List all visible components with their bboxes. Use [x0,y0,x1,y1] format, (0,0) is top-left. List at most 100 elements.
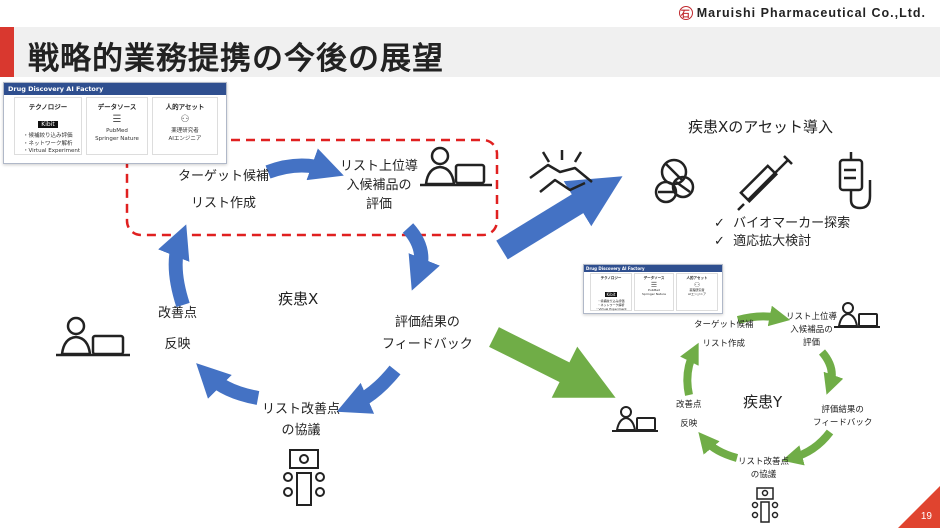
step-label-line: 入候補品の [346,177,412,193]
step-label: 改善点 反映 [676,400,702,429]
step-label-line: フィードバック [813,417,873,428]
factory-item: ・候補絞り込み評価 [23,133,73,139]
factory-item: PubMed [106,128,128,134]
factory-column-technology: テクノロジー Kibit ・候補絞り込み評価 ・ネットワーク解析 ・Virtua… [590,273,632,311]
meeting-icon [751,487,779,523]
technology-logo-icon: Kibit [604,292,618,297]
step-label: ターゲット候補リスト作成 [178,163,269,218]
factory-column-human: 人的アセット ⚇ 薬理研究者 AIエンジニア [152,97,218,155]
check-icon: ✓ [714,233,725,249]
step-label-line: 入候補品の [790,324,833,335]
technology-logo-icon: Kibit [38,121,58,128]
factory-item: AIエンジニア [168,135,202,142]
factory-item: 薬理研究者 [689,288,705,292]
step-label: リスト上位導入候補品の評価 [340,158,418,215]
pills-icon [654,158,695,204]
factory-item: ・Virtual Experiment [23,148,80,155]
step-target-list: ターゲット候補リスト作成 [178,163,269,218]
step-label-line: 反映 [680,418,698,429]
step-discussion: リスト改善点の協議 [262,400,340,442]
arrow-to-disease-y-cycle [489,327,616,398]
factory-item: AIエンジニア [688,291,706,296]
assets-bullets: ✓ バイオマーカー探索 ✓ 適応拡大検討 [714,215,850,250]
cycle-center-disease-x: 疾患X [278,290,319,308]
step-label-line: フィードバック [382,337,473,353]
factory-column-datasource: データソース ☰ PubMed Springer Nature [86,97,148,155]
handshake-icon [529,150,593,193]
step-label: 改善点 反映 [158,306,197,353]
step-label: リスト改善点の協議 [262,400,340,442]
step-label-line: 評価結果の [821,405,864,415]
step-label-line: の協議 [750,469,777,480]
y-arrow-top-to-feedback [818,349,844,395]
step-label: 評価結果のフィードバック [813,404,872,430]
page-number: 19 [920,511,932,522]
step-label: リスト改善点の協議 [738,456,789,482]
step-label-line: 評価結果の [394,315,460,330]
people-icon: ⚇ [693,281,701,289]
database-icon: ☰ [650,281,658,289]
factory-item: ・ネットワーク解析 [597,302,625,307]
company-logo-icon: 石 [678,6,693,20]
y-step-top-evaluation: リスト上位導入候補品の評価 [786,311,837,349]
step-label-line: 改善点 [676,400,702,410]
y-step-target-list: ターゲット候補リスト作成 [694,316,754,353]
company-header: 石 Maruishi Pharmaceutical Co.,Ltd. [678,6,926,20]
step-label-line: 評価 [803,337,821,348]
page-title: 戦略的業務提携の今後の展望 [28,41,444,77]
ai-factory-title: Drug Discovery AI Factory [4,83,226,95]
arrow-top-to-feedback [402,223,440,291]
title-accent-bar [0,27,14,77]
meeting-icon [283,449,325,506]
y-arrow-target-to-top [736,305,791,327]
arrow-improve-to-target [158,224,190,308]
step-label-line: ターゲット候補 [178,169,270,184]
bullet-text: 適応拡大検討 [733,233,812,249]
database-icon: ☰ [112,114,122,125]
y-arrow-improve-to-target [680,342,699,396]
focus-dashed-box [125,138,499,237]
step-label-line: リスト改善点 [738,457,790,467]
step-label-line: ターゲット候補 [694,320,754,330]
factory-column-datasource: データソース ☰ PubMed Springer Nature [634,273,674,311]
factory-item: Springer Nature [95,135,139,142]
arrow-to-disease-x-assets [496,176,623,260]
person-laptop-icon [834,302,880,328]
bullet-text: バイオマーカー探索 [733,216,851,231]
factory-item: Springer Nature [642,291,666,296]
person-laptop-icon [420,146,492,187]
step-label: 評価結果のフィードバック [382,312,473,356]
step-improve: 改善点 反映 [158,306,197,353]
step-label-line: の協議 [281,422,321,438]
step-label-line: リスト改善点 [262,402,341,417]
cycle-center-disease-y: 疾患Y [743,393,783,411]
factory-column-title: テクノロジー [28,103,68,111]
factory-column-technology: テクノロジー Kibit ・候補絞り込み評価 ・ネットワーク解析 ・Virtua… [14,97,82,155]
factory-column-title: データソース [97,103,137,111]
y-step-discussion: リスト改善点の協議 [738,456,789,482]
arrow-target-to-top [265,148,344,181]
factory-item: ・Virtual Experiment [595,306,627,311]
factory-column-title: テクノロジー [600,276,622,280]
step-label-line: 反映 [164,337,191,353]
step-label-line: リスト上位導 [340,159,419,174]
syringe-icon [737,155,793,211]
person-laptop-icon [612,406,658,432]
bullet-item: ✓ 適応拡大検討 [714,233,850,251]
y-step-feedback: 評価結果のフィードバック [813,404,872,430]
person-laptop-icon [56,316,130,357]
y-arrow-feedback-to-discussion [781,429,834,466]
bullet-item: ✓ バイオマーカー探索 [714,215,850,233]
iv-bag-icon [838,152,872,210]
step-top-evaluation: リスト上位導入候補品の評価 [340,158,418,215]
step-label-line: リスト上位導 [786,312,838,322]
y-step-improve: 改善点 反映 [676,400,702,429]
ai-factory-panel-mini: Drug Discovery AI Factory テクノロジー Kibit ・… [583,264,723,314]
step-feedback: 評価結果のフィードバック [382,312,473,356]
ai-factory-panel: Drug Discovery AI Factory テクノロジー Kibit ・… [3,82,227,164]
company-name: Maruishi Pharmaceutical Co.,Ltd. [696,6,926,20]
page-corner [898,486,940,528]
factory-item: ・候補絞り込み評価 [597,299,625,303]
step-label-line: 評価 [366,196,393,212]
step-label: リスト上位導入候補品の評価 [786,311,837,349]
